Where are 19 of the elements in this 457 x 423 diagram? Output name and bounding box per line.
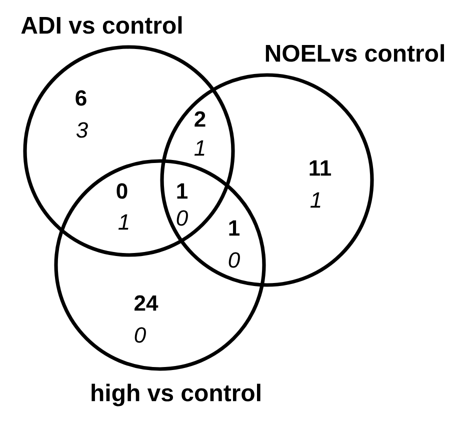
set-title: ADI vs control — [21, 16, 182, 34]
count-label: 11 — [310, 160, 332, 176]
count-label: 1 — [310, 192, 320, 208]
count-label: 1 — [194, 140, 204, 156]
count-label: 24 — [134, 295, 158, 311]
count-label: 0 — [228, 252, 240, 268]
count-label: 1 — [229, 220, 240, 236]
count-label: 0 — [134, 327, 146, 343]
count-label: 1 — [118, 214, 128, 230]
count-label: 0 — [176, 210, 188, 226]
count-label: 0 — [116, 183, 128, 199]
venn-circle — [160, 73, 374, 287]
count-label: 1 — [177, 183, 188, 199]
count-label: 3 — [76, 122, 88, 138]
venn-circle — [54, 159, 266, 371]
set-title: high vs control — [92, 384, 260, 406]
set-title: NOELvs control — [266, 44, 444, 62]
count-label: 6 — [76, 90, 86, 106]
count-label: 2 — [194, 111, 206, 127]
